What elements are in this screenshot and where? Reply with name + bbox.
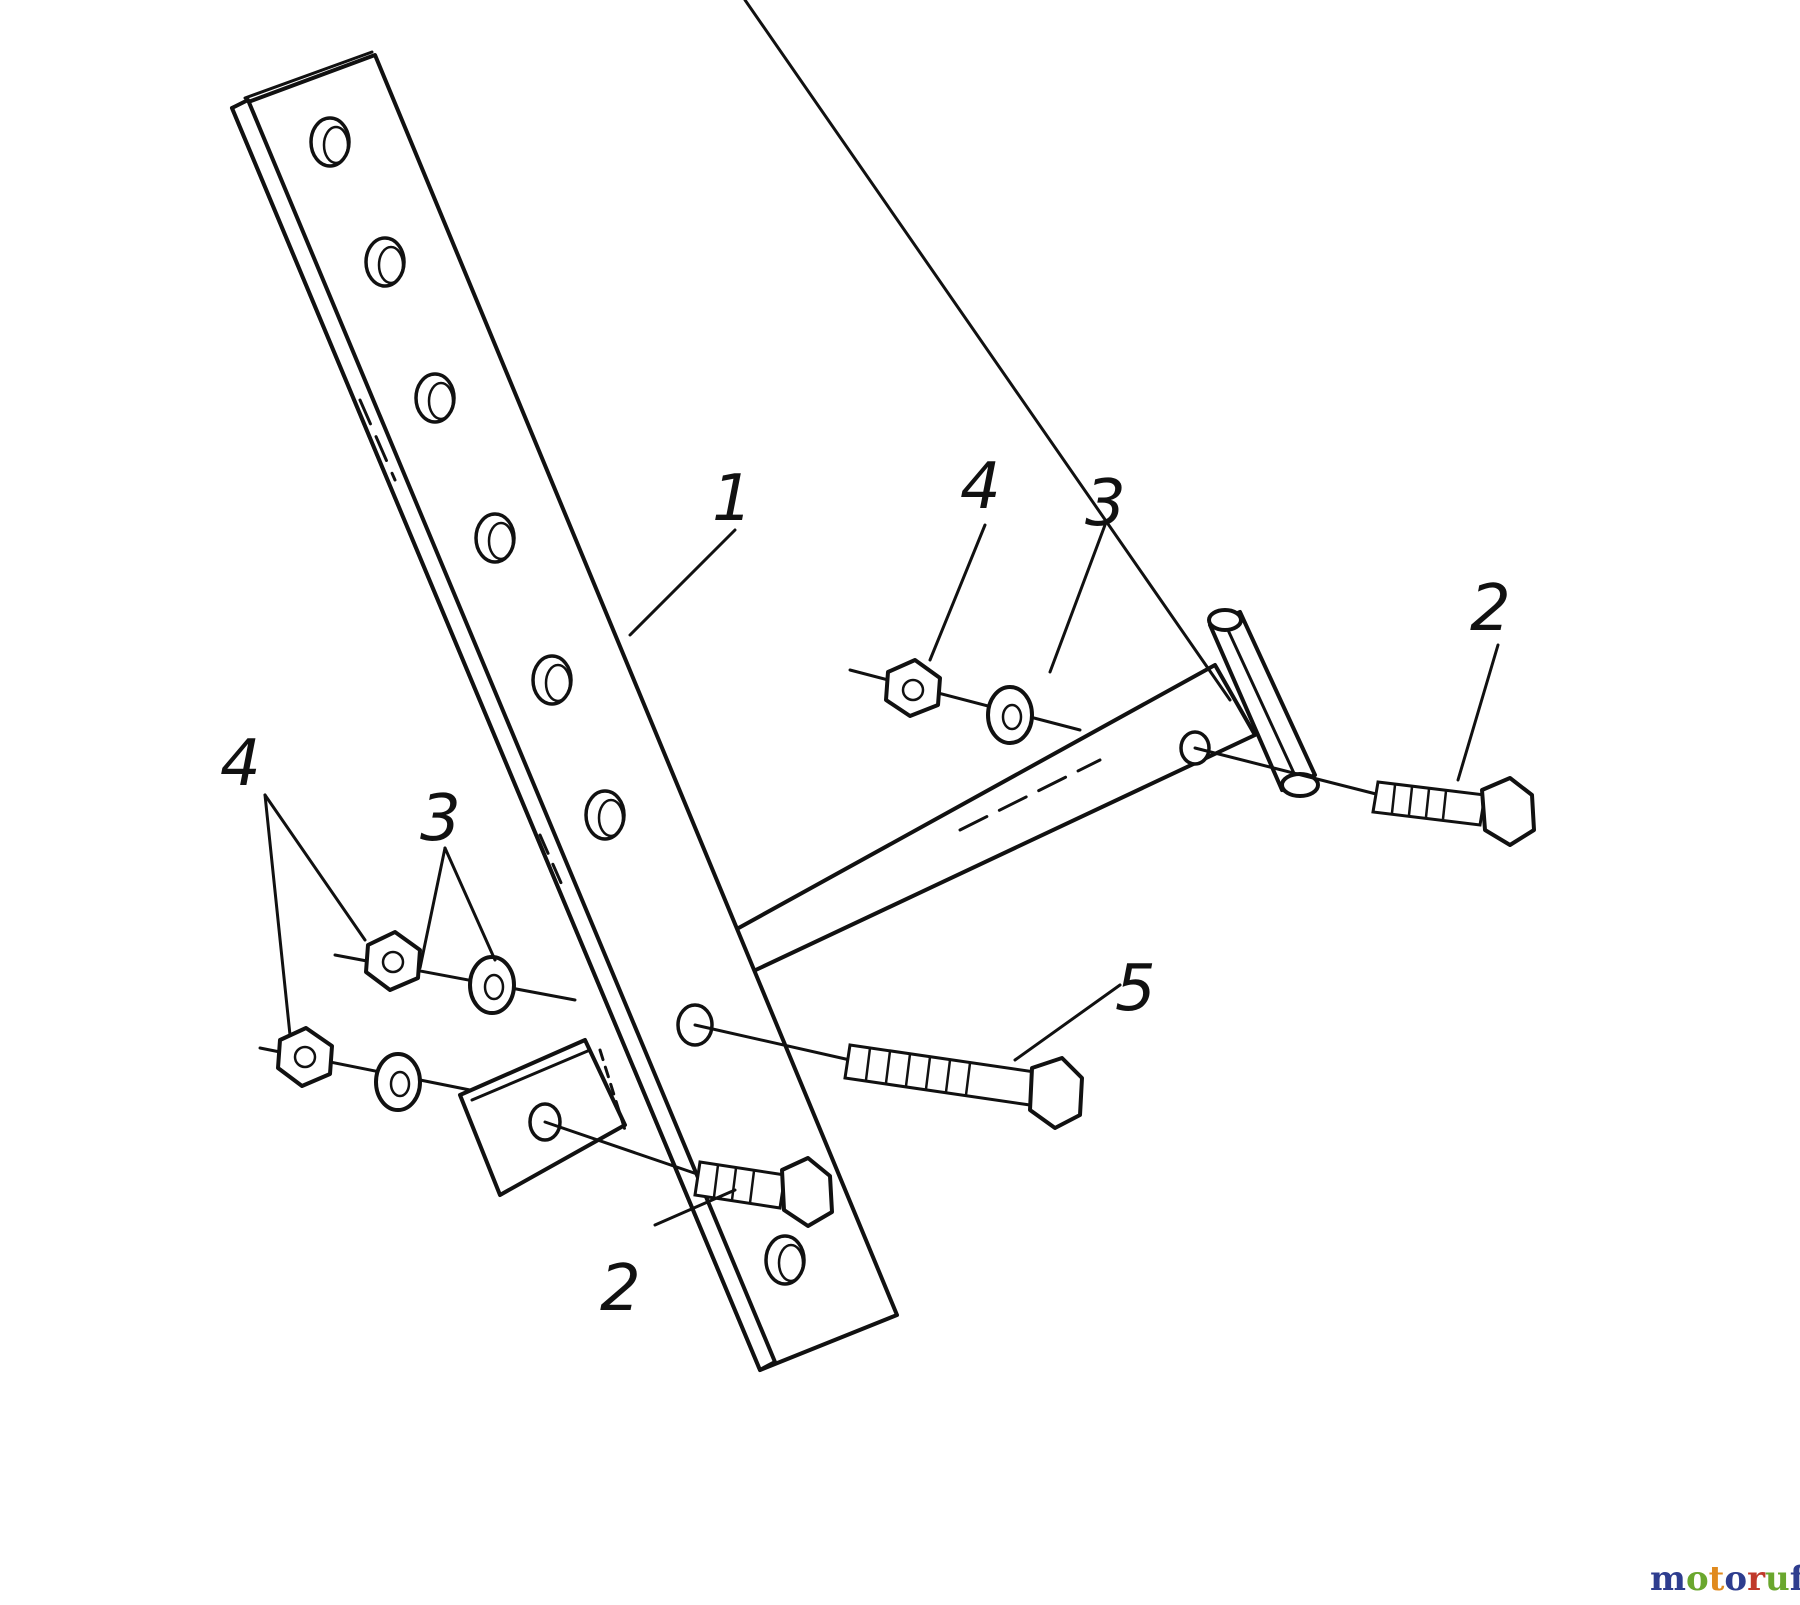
watermark-letter: u xyxy=(1765,1559,1790,1599)
nut-upper-right xyxy=(884,658,942,718)
washer-left-lower xyxy=(374,1052,422,1112)
washer-upper-right xyxy=(986,685,1034,745)
callout-3-left: 3 xyxy=(420,782,461,856)
rear-cross-bracket xyxy=(733,0,1320,977)
bar-holes xyxy=(309,116,806,1286)
watermark-letter: m xyxy=(1650,1559,1686,1599)
callout-leaders xyxy=(263,523,1500,1227)
watermark-letter: o xyxy=(1724,1559,1747,1599)
watermark-letter: t xyxy=(1709,1559,1725,1599)
callout-4-left: 4 xyxy=(220,727,261,801)
watermark-letter: r xyxy=(1747,1559,1766,1599)
nut-left-upper xyxy=(364,930,422,992)
watermark-letter: f xyxy=(1790,1559,1800,1599)
callout-2-lower: 2 xyxy=(600,1252,641,1326)
main-bar xyxy=(230,50,899,1372)
callout-5: 5 xyxy=(1115,952,1156,1026)
nut-left-lower xyxy=(276,1026,334,1088)
callout-labels: 1 2 2 3 3 4 4 5 xyxy=(220,450,1511,1326)
callout-1: 1 xyxy=(712,462,753,536)
front-lower-bracket xyxy=(458,1038,627,1197)
bolt-center-long xyxy=(843,1043,1084,1130)
washer-left-upper xyxy=(468,955,516,1015)
callout-3-upper: 3 xyxy=(1085,467,1126,541)
watermark-letter: o xyxy=(1686,1559,1709,1599)
svg-text:motoruf.de: motoruf.de xyxy=(1650,1559,1800,1599)
callout-2-right: 2 xyxy=(1470,572,1511,646)
bolt-upper-right xyxy=(1371,776,1536,847)
watermark-logo: motoruf.de xyxy=(1650,1559,1800,1599)
callout-4-upper: 4 xyxy=(960,450,1001,524)
